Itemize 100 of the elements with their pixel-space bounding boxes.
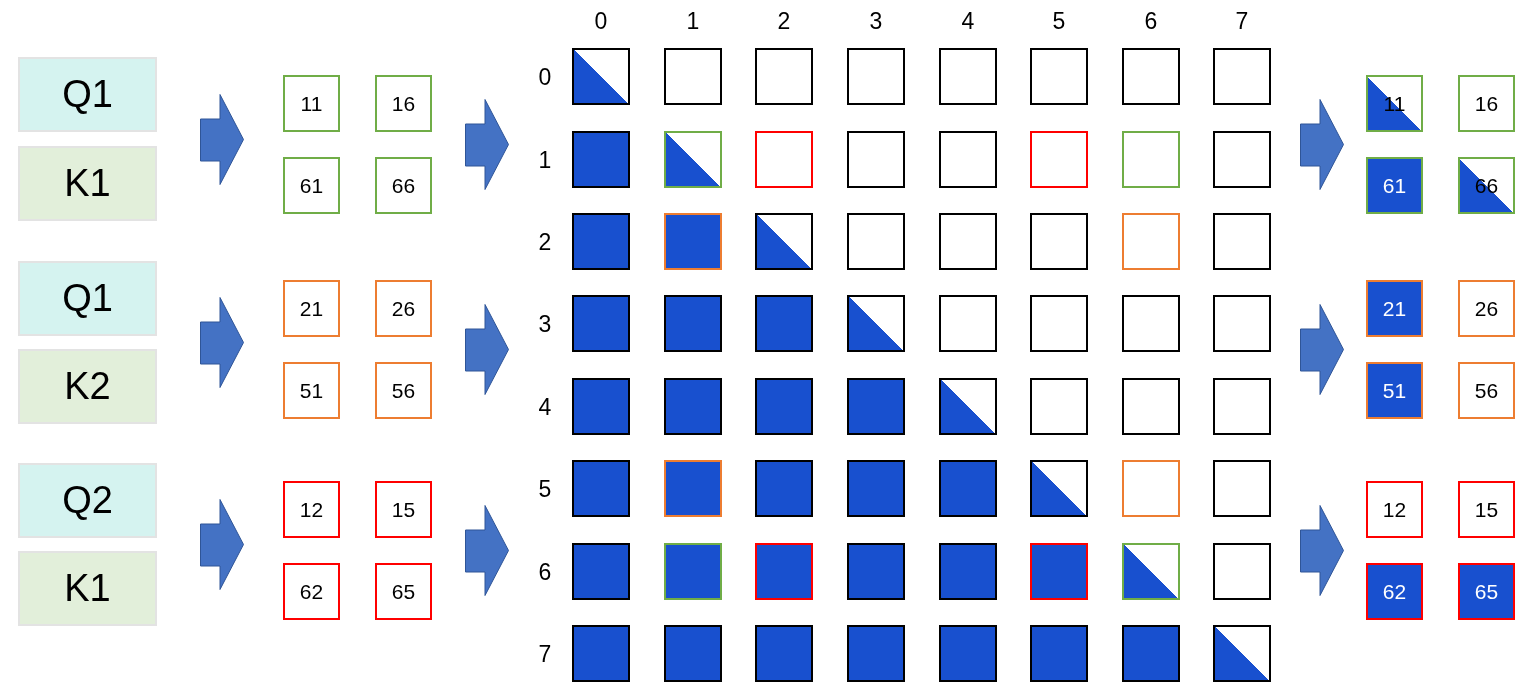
- grid-square: [572, 460, 630, 517]
- grid-square: [847, 378, 905, 435]
- number-box: 66: [1458, 157, 1515, 214]
- grid-square: [1030, 295, 1088, 352]
- grid-square: [1213, 48, 1271, 105]
- grid-square: [755, 625, 813, 682]
- block-arrow: [1300, 505, 1345, 596]
- label-box: K2: [18, 349, 157, 424]
- grid-square: [847, 48, 905, 105]
- grid-square: [847, 460, 905, 517]
- grid-square: [755, 131, 813, 188]
- grid-square: [1122, 213, 1180, 270]
- number-box: 26: [375, 280, 432, 337]
- grid-square: [847, 131, 905, 188]
- grid-square: [755, 543, 813, 600]
- grid-square: [847, 213, 905, 270]
- grid-square: [939, 213, 997, 270]
- block-arrow: [464, 99, 509, 190]
- grid-square: [939, 378, 997, 435]
- grid-square: [939, 131, 997, 188]
- grid-square: [1213, 213, 1271, 270]
- number-box: 16: [1458, 75, 1515, 132]
- grid-square: [755, 378, 813, 435]
- column-number: 2: [777, 10, 791, 33]
- grid-square: [1030, 460, 1088, 517]
- grid-square: [939, 295, 997, 352]
- grid-square: [1213, 378, 1271, 435]
- grid-square: [572, 295, 630, 352]
- number-box: 12: [1366, 481, 1423, 538]
- column-number: 4: [961, 10, 975, 33]
- label-box: K1: [18, 146, 157, 221]
- grid-square: [755, 460, 813, 517]
- number-box: 21: [283, 280, 340, 337]
- grid-square: [572, 378, 630, 435]
- grid-square: [1122, 460, 1180, 517]
- grid-square: [1030, 543, 1088, 600]
- number-box: 61: [1366, 157, 1423, 214]
- grid-square: [664, 543, 722, 600]
- number-box: 56: [375, 362, 432, 419]
- grid-square: [1122, 543, 1180, 600]
- number-box: 56: [1458, 362, 1515, 419]
- block-arrow: [199, 297, 244, 388]
- grid-square: [664, 295, 722, 352]
- number-box: 15: [375, 481, 432, 538]
- block-arrow: [1300, 304, 1345, 395]
- row-number: 1: [538, 148, 552, 171]
- block-arrow: [199, 499, 244, 590]
- grid-square: [1213, 460, 1271, 517]
- number-box: 61: [283, 157, 340, 214]
- grid-square: [572, 213, 630, 270]
- number-box: 11: [283, 75, 340, 132]
- grid-square: [847, 625, 905, 682]
- grid-square: [1213, 131, 1271, 188]
- row-number: 4: [538, 395, 552, 418]
- grid-square: [1213, 625, 1271, 682]
- row-number: 3: [538, 312, 552, 335]
- grid-square: [1213, 295, 1271, 352]
- row-number: 2: [538, 230, 552, 253]
- grid-square: [939, 460, 997, 517]
- number-box: 65: [375, 563, 432, 620]
- grid-square: [847, 295, 905, 352]
- block-arrow: [464, 505, 509, 596]
- block-arrow: [1300, 99, 1345, 190]
- row-number: 7: [538, 642, 552, 665]
- number-box: 65: [1458, 563, 1515, 620]
- grid-square: [664, 213, 722, 270]
- column-number: 7: [1235, 10, 1249, 33]
- number-box: 12: [283, 481, 340, 538]
- number-box: 66: [375, 157, 432, 214]
- label-box: Q2: [18, 463, 157, 538]
- grid-square: [1213, 543, 1271, 600]
- grid-square: [1030, 48, 1088, 105]
- label-box: Q1: [18, 261, 157, 336]
- number-box: 51: [1366, 362, 1423, 419]
- grid-square: [664, 48, 722, 105]
- grid-square: [939, 48, 997, 105]
- column-number: 3: [869, 10, 883, 33]
- number-box: 51: [283, 362, 340, 419]
- grid-square: [664, 131, 722, 188]
- column-number: 6: [1144, 10, 1158, 33]
- grid-square: [755, 48, 813, 105]
- grid-square: [664, 625, 722, 682]
- number-box: 11: [1366, 75, 1423, 132]
- grid-square: [755, 213, 813, 270]
- number-box: 26: [1458, 280, 1515, 337]
- number-box: 21: [1366, 280, 1423, 337]
- grid-square: [1030, 131, 1088, 188]
- row-number: 6: [538, 560, 552, 583]
- grid-square: [755, 295, 813, 352]
- number-box: 62: [1366, 563, 1423, 620]
- grid-square: [939, 543, 997, 600]
- grid-square: [572, 131, 630, 188]
- grid-square: [939, 625, 997, 682]
- grid-square: [1122, 295, 1180, 352]
- grid-square: [1122, 625, 1180, 682]
- block-arrow: [199, 93, 244, 185]
- grid-square: [572, 625, 630, 682]
- grid-square: [1030, 625, 1088, 682]
- label-box: K1: [18, 551, 157, 626]
- column-number: 1: [686, 10, 700, 33]
